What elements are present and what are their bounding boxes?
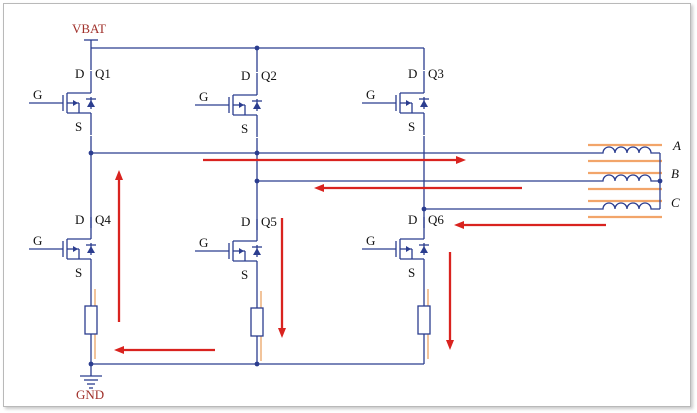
- mosfet-q2: D Q2G S: [195, 68, 277, 137]
- sense-resistor-q6: [417, 305, 431, 335]
- winding-b: [588, 171, 662, 191]
- device-label-q4: Q4: [95, 212, 111, 227]
- gate-label-q2: G: [199, 89, 208, 104]
- device-label-q2: Q2: [261, 68, 277, 83]
- mosfet-q1: D Q1G S: [29, 66, 111, 135]
- ground-symbol: [80, 375, 102, 389]
- device-label-q3: Q3: [428, 66, 444, 81]
- phase-label-b: B: [671, 166, 679, 181]
- diagram-frame: [3, 3, 691, 407]
- device-label-q6: Q6: [428, 212, 444, 227]
- drain-label-q1: D: [75, 66, 84, 81]
- phase-label-c: C: [671, 195, 680, 210]
- source-label-q2: S: [241, 121, 248, 136]
- drain-label-q5: D: [241, 214, 250, 229]
- column-wires: [90, 48, 425, 230]
- device-label-q1: Q1: [95, 66, 111, 81]
- drain-label-q6: D: [408, 212, 417, 227]
- gate-label-q5: G: [199, 235, 208, 250]
- drain-label-q3: D: [408, 66, 417, 81]
- source-label-q4: S: [75, 265, 82, 280]
- sense-resistor-q4: [84, 305, 98, 335]
- source-label-q3: S: [408, 119, 415, 134]
- phase-label-a: A: [672, 138, 681, 153]
- gate-label-q4: G: [33, 233, 42, 248]
- winding-a: [588, 143, 662, 163]
- source-label-q6: S: [408, 265, 415, 280]
- mosfet-q3: D Q3G S: [362, 66, 444, 135]
- motor-windings: [588, 143, 662, 219]
- sense-resistor-q5: [250, 307, 264, 337]
- drain-label-q2: D: [241, 68, 250, 83]
- ground-label: GND: [76, 387, 104, 402]
- device-label-q5: Q5: [261, 214, 277, 229]
- current-arrows: [114, 156, 606, 354]
- drain-label-q4: D: [75, 212, 84, 227]
- gate-label-q6: G: [366, 233, 375, 248]
- supply-label: VBAT: [72, 21, 106, 36]
- mosfet-q6: D Q6G S: [362, 212, 444, 364]
- source-label-q5: S: [241, 267, 248, 282]
- mosfet-q5: D Q5G S: [195, 214, 277, 364]
- gate-label-q1: G: [33, 87, 42, 102]
- source-label-q1: S: [75, 119, 82, 134]
- wiring: [84, 39, 590, 376]
- gate-label-q3: G: [366, 87, 375, 102]
- winding-c: [588, 199, 662, 219]
- junction-dots: [88, 45, 663, 367]
- mosfet-q4: D Q4G S: [29, 212, 111, 364]
